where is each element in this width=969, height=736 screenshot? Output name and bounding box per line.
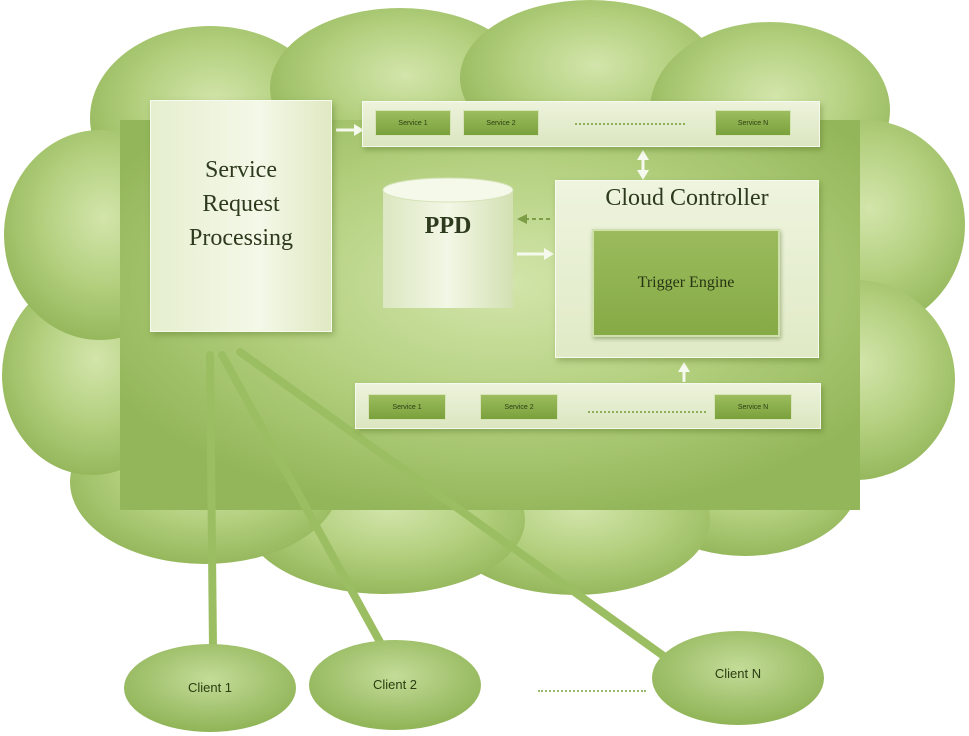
service-bottom-1: Service 1 (368, 394, 446, 420)
client-n-label: Client N (714, 666, 762, 681)
client-links (206, 348, 676, 666)
link-client-2 (218, 351, 384, 646)
service-bottom-2: Service 2 (480, 394, 558, 420)
clients-ellipsis (538, 690, 646, 692)
ppd-cylinder (382, 177, 514, 308)
service-bottom-n: Service N (714, 394, 792, 420)
services-bottom-ellipsis (588, 411, 706, 413)
service-request-processing-box: Service Request Processing (150, 100, 332, 332)
link-client-1 (206, 351, 217, 652)
services-top-ellipsis (575, 123, 685, 125)
trigger-engine-box: Trigger Engine (592, 229, 780, 337)
cloud-controller-title: Cloud Controller (605, 185, 769, 211)
client-n-ellipse (652, 631, 824, 725)
client-nodes (124, 631, 824, 732)
ppd-label: PPD (424, 213, 472, 239)
services-bar-top: Service 1 Service 2 Service N (362, 101, 820, 147)
cloud-controller-box: Cloud Controller Trigger Engine (555, 180, 819, 358)
service-top-2: Service 2 (463, 110, 539, 136)
client-1-label: Client 1 (187, 680, 233, 695)
services-bar-bottom: Service 1 Service 2 Service N (355, 383, 821, 429)
client-2-ellipse (309, 640, 481, 730)
client-2-label: Client 2 (372, 677, 418, 692)
link-client-n (236, 348, 676, 666)
flow-arrows (336, 124, 690, 382)
service-request-processing-label: Service Request Processing (189, 157, 293, 251)
service-top-n: Service N (715, 110, 791, 136)
client-1-ellipse (124, 644, 296, 732)
service-top-1: Service 1 (375, 110, 451, 136)
